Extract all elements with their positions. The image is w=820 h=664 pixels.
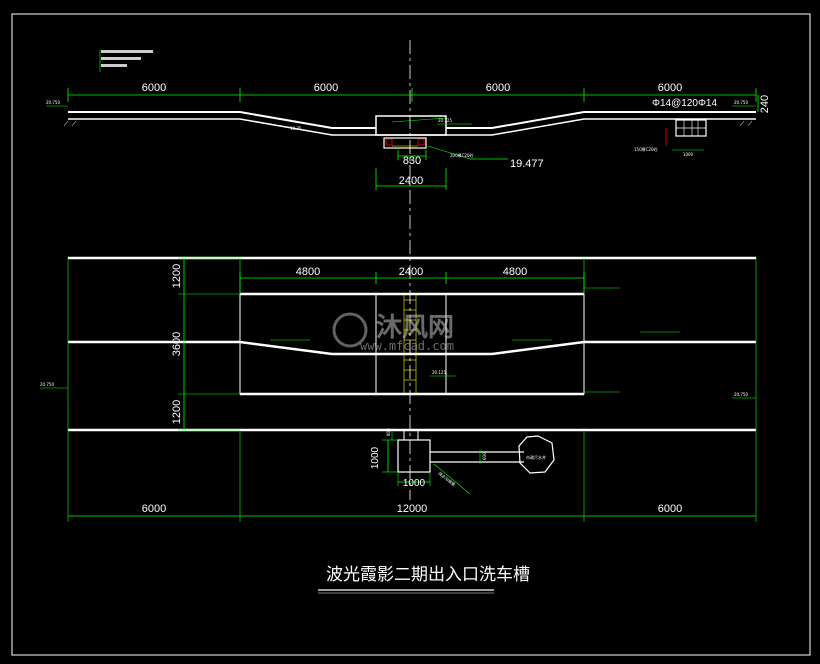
plan-span-1: 6000 xyxy=(142,503,166,515)
plan-width-1: 1200 xyxy=(171,264,183,288)
section-drain xyxy=(383,137,427,149)
plan-sump-width: 1000 xyxy=(403,478,426,489)
section-note-slope: 10.75 xyxy=(290,126,302,131)
plan-level-right: 20.750 xyxy=(734,392,748,397)
section-note-level: 20.125 xyxy=(438,118,452,123)
plan-strip-center-right xyxy=(446,340,756,356)
plan-view: 20.125 20.750 20.750 4800 2400 4800 1200… xyxy=(40,256,757,522)
watermark-logo-icon xyxy=(332,312,368,348)
plan-sump-gap: 800 xyxy=(386,428,391,436)
section-level-right: 20.750 xyxy=(734,100,748,105)
section-span-4: 6000 xyxy=(658,82,682,94)
section-view: 6000 6000 6000 6000 20.125 200厚C20砼 xyxy=(46,50,771,190)
section-level-bottom: 19.477 xyxy=(510,158,544,170)
section-pit-depth: 240 xyxy=(759,95,771,113)
section-span-1: 6000 xyxy=(142,82,166,94)
section-level-left: 20.750 xyxy=(46,100,60,105)
plan-level-pit: 20.125 xyxy=(432,370,446,375)
watermark-url: www.mfcad.com xyxy=(360,339,454,353)
plan-manhole-label: 市政污水井 xyxy=(526,454,546,460)
plan-pipe-label: 排水沟接管 xyxy=(437,470,456,487)
section-note-slab2: 150厚C20砼 xyxy=(634,146,658,152)
plan-bay-3: 4800 xyxy=(503,266,527,278)
plan-span-2: 12000 xyxy=(397,503,428,515)
plan-sump xyxy=(397,439,431,473)
plan-span-3: 6000 xyxy=(658,503,682,515)
plan-width-2: 3600 xyxy=(171,332,183,356)
section-pit-width: 2400 xyxy=(399,175,423,187)
watermark: 沐风网 www.mfcad.com xyxy=(332,312,454,353)
plan-bay-2: 2400 xyxy=(399,266,423,278)
section-note-width: 1000 xyxy=(683,152,694,157)
section-drain-width: 830 xyxy=(403,155,421,167)
section-rebar: Φ14@120Φ14 xyxy=(652,98,717,109)
section-span-2: 6000 xyxy=(314,82,338,94)
plan-bay-1: 4800 xyxy=(296,266,320,278)
section-span-3: 6000 xyxy=(486,82,510,94)
section-slab-right xyxy=(446,111,756,129)
section-slab-left xyxy=(68,111,376,129)
plan-width-3: 1200 xyxy=(171,400,183,424)
drawing-title: 波光霞影二期出入口洗车槽 xyxy=(326,565,530,585)
plan-level-left: 20.750 xyxy=(40,382,54,387)
plan-strip-center-left xyxy=(68,340,376,356)
drawing-frame xyxy=(11,13,811,656)
watermark-brand: 沐风网 xyxy=(376,313,454,343)
plan-pipe-size: 600 xyxy=(482,452,487,460)
plan-drain-trench xyxy=(375,293,447,395)
plan-manhole xyxy=(518,435,555,474)
section-note-slab: 200厚C20砼 xyxy=(450,152,474,158)
plan-grate xyxy=(403,294,417,394)
plan-sump-depth: 1000 xyxy=(370,446,381,469)
